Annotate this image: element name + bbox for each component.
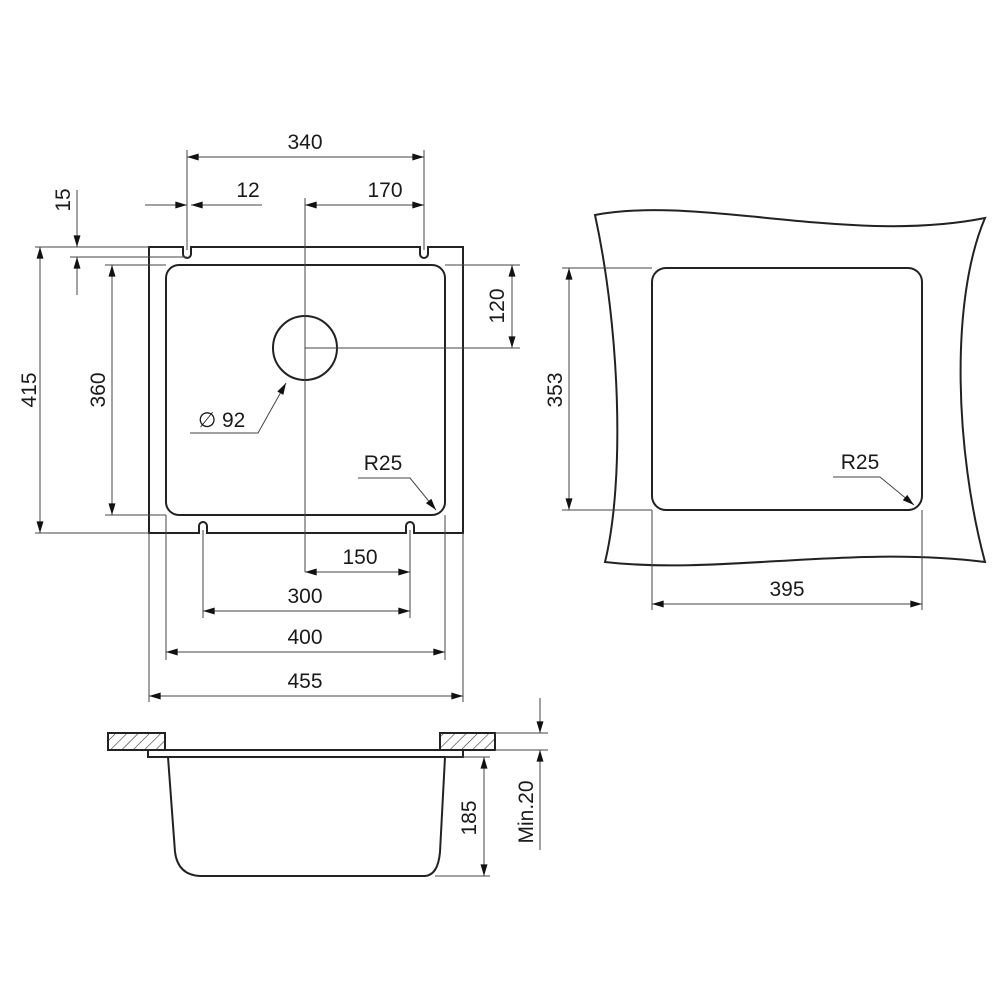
dim-diameter-symbol: ∅ (198, 409, 216, 432)
dim-15: 15 (52, 188, 75, 211)
sink-rim (147, 749, 464, 758)
dim-360: 360 (87, 372, 110, 407)
cutout-outline (651, 267, 923, 511)
dim-150: 150 (342, 546, 377, 569)
countertop-outline (593, 209, 987, 567)
dim-415: 415 (18, 372, 41, 407)
dim-92: 92 (222, 409, 245, 432)
countertop-section-right (439, 732, 496, 751)
dim-r25-cutout: R25 (841, 451, 880, 474)
bowl-profile (167, 756, 446, 877)
dim-120: 120 (486, 288, 509, 323)
dim-395: 395 (769, 578, 804, 601)
dim-300: 300 (287, 585, 322, 608)
dim-r25-top: R25 (364, 452, 403, 475)
dim-185: 185 (458, 800, 481, 835)
cutout-view: 353 395 R25 (544, 209, 987, 610)
countertop-section-left (107, 732, 166, 751)
dim-455: 455 (287, 670, 322, 693)
dim-340: 340 (287, 131, 322, 154)
dim-400: 400 (287, 626, 322, 649)
dim-12: 12 (236, 179, 259, 202)
top-view: 340 12 170 15 415 360 120 ∅ 92 R25 150 3… (18, 131, 520, 702)
dim-170: 170 (367, 179, 402, 202)
dim-353: 353 (544, 372, 567, 407)
dim-min20: Min.20 (515, 780, 538, 843)
sink-outer-outline (148, 246, 464, 534)
side-view: 185 Min.20 (107, 698, 548, 877)
